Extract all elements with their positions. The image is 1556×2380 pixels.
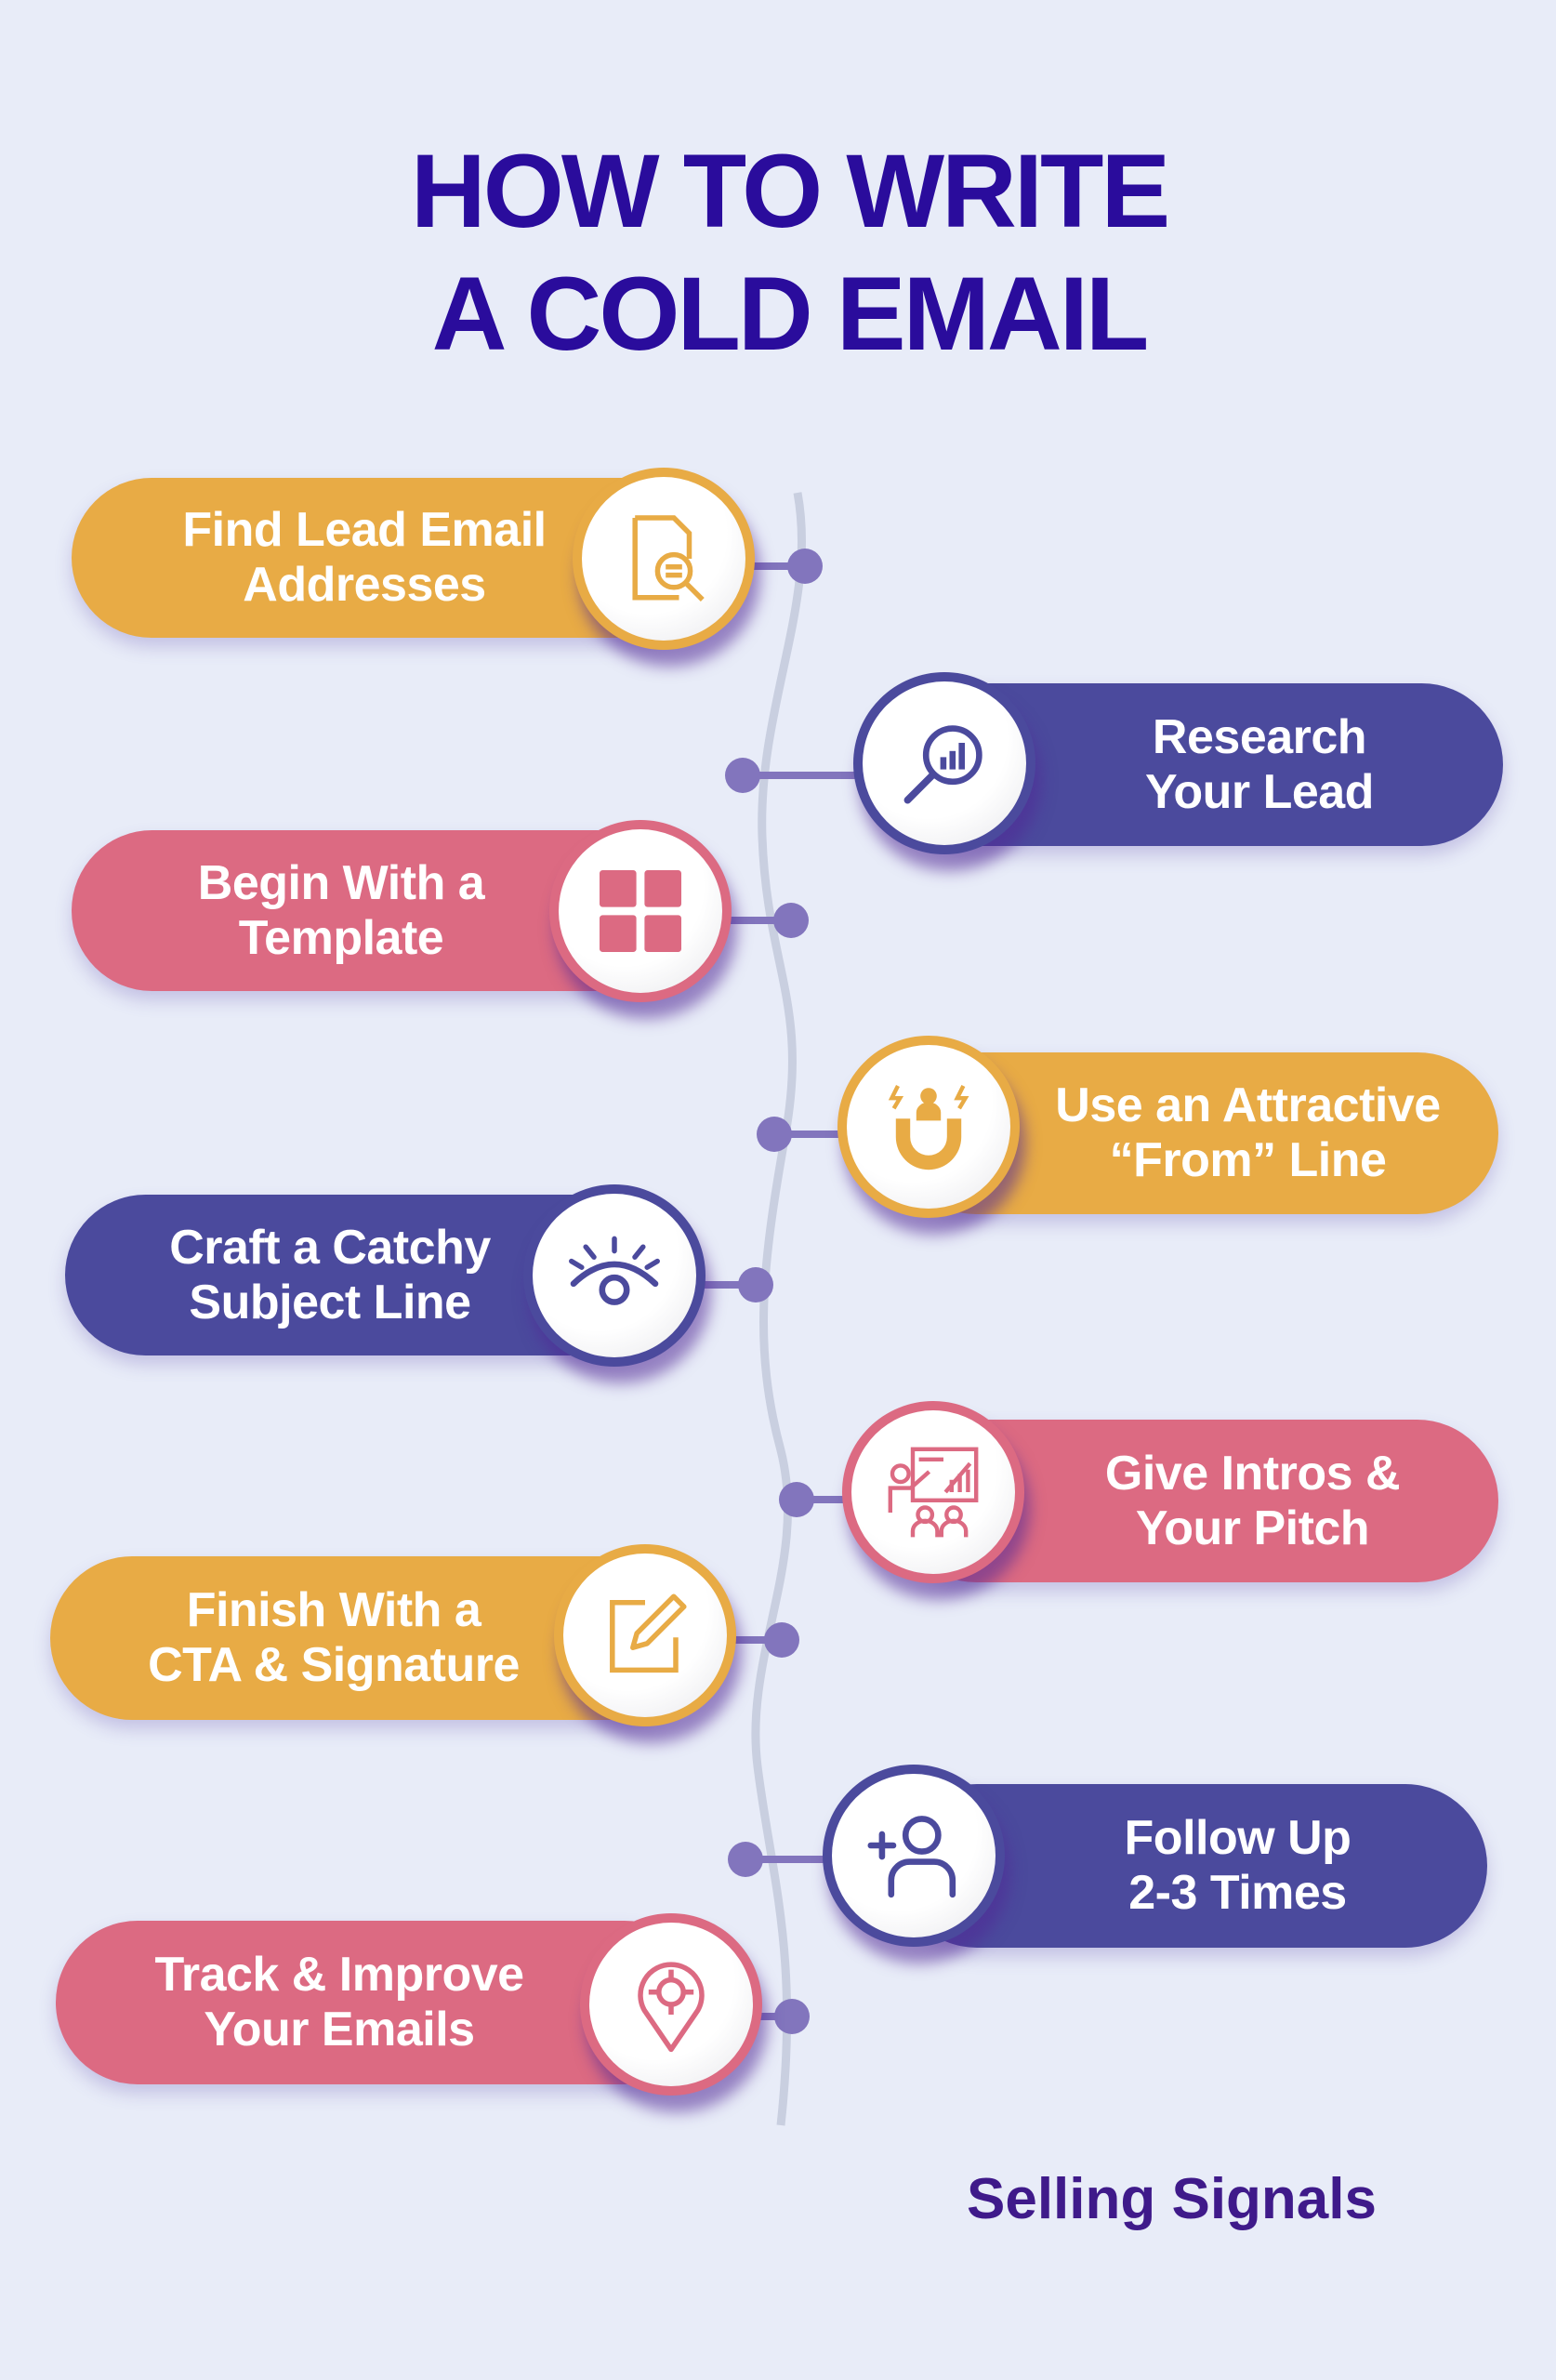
document-search-icon <box>632 515 705 602</box>
step-label-line1: Follow Up <box>1124 1811 1352 1866</box>
connector <box>734 2013 790 2020</box>
eye-icon <box>569 1236 660 1305</box>
connector <box>716 917 790 924</box>
connector <box>771 1130 864 1138</box>
step-icon-circle <box>842 1401 1024 1583</box>
title-line-1: HOW TO WRITE <box>410 133 1170 249</box>
step-icon-circle <box>549 820 732 1002</box>
timeline-dot <box>764 1622 799 1658</box>
step-label-line1: Find Lead Email <box>182 503 547 558</box>
step-icon-circle <box>523 1184 705 1367</box>
presentation-icon <box>888 1447 979 1538</box>
step-label-line2: Your Emails <box>204 2003 475 2056</box>
step-label-line1: Track & Improve <box>154 1948 524 2003</box>
step-label-line2: Your Lead <box>1145 764 1374 819</box>
magnifier-chart-icon <box>903 725 982 804</box>
step-label-line2: CTA & Signature <box>148 1638 520 1692</box>
step-label-line1: Use an Attractive <box>1055 1078 1441 1133</box>
timeline-dot <box>757 1117 792 1152</box>
brand-logo-text: Selling Signals <box>967 2167 1377 2231</box>
step-icon-circle <box>554 1544 736 1726</box>
title-line-2: A COLD EMAIL <box>431 256 1150 372</box>
connector <box>688 1281 753 1289</box>
step-icon-circle <box>580 1913 762 2096</box>
connector <box>790 1496 864 1503</box>
connector <box>716 1636 781 1644</box>
timeline-dot <box>774 1999 810 2034</box>
step-label-line1: Research <box>1152 709 1367 764</box>
step-label-line2: Your Pitch <box>1135 1501 1370 1555</box>
timeline-dot <box>787 549 823 584</box>
timeline-dot <box>773 903 809 938</box>
edit-pencil-icon <box>610 1593 687 1673</box>
step-label-line2: Subject Line <box>189 1275 471 1329</box>
add-user-icon <box>867 1816 956 1898</box>
step-label-line2: “From” Line <box>1109 1133 1387 1187</box>
step-icon-circle <box>573 468 755 650</box>
connector <box>744 1856 846 1863</box>
step-icon-circle <box>823 1765 1005 1947</box>
step-label-line2: 2-3 Times <box>1128 1866 1347 1920</box>
step-label-line2: Template <box>238 910 444 965</box>
timeline-dot <box>725 758 760 793</box>
timeline-dot <box>779 1482 814 1517</box>
location-target-icon <box>638 1962 705 2053</box>
connector <box>744 562 799 570</box>
step-icon-circle <box>837 1036 1020 1218</box>
timeline-dot <box>738 1267 773 1302</box>
magnet-person-icon <box>888 1085 969 1170</box>
timeline-dot <box>728 1842 763 1877</box>
step-label-line1: Finish With a <box>186 1583 481 1638</box>
step-label-line1: Give Intros & <box>1104 1446 1401 1501</box>
template-grid-icon <box>600 870 681 952</box>
connector <box>748 772 869 779</box>
step-label-line2: Addresses <box>243 558 486 612</box>
step-label-line1: Craft a Catchy <box>169 1220 491 1275</box>
step-label-line1: Begin With a <box>197 855 485 910</box>
step-icon-circle <box>853 672 1035 854</box>
